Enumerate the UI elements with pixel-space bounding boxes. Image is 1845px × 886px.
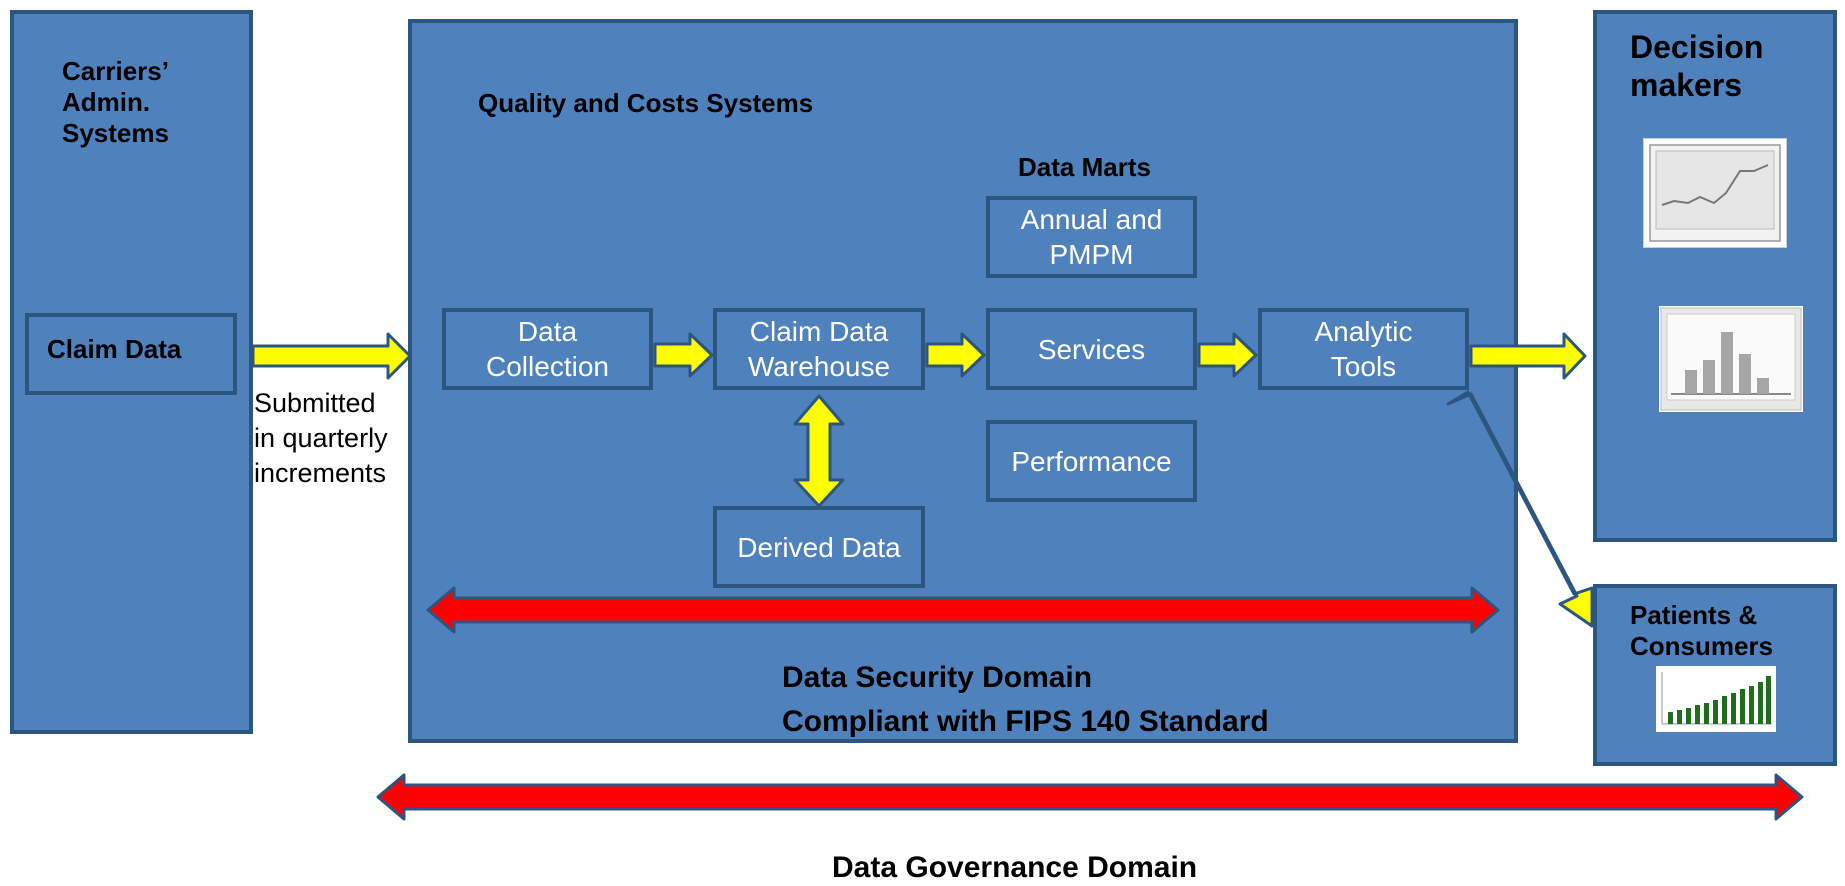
security-domain-label: Data Security Domain Compliant with FIPS… (782, 661, 1269, 739)
claim-input-arrow (251, 332, 412, 380)
claim-warehouse-box: Claim Data Warehouse (713, 308, 925, 390)
data-collection-box: Data Collection (442, 308, 653, 390)
governance-domain-arrow (376, 773, 1804, 821)
submitted-label: Submitted in quarterly increments (254, 388, 388, 489)
collection-to-warehouse-arrow (653, 332, 714, 378)
quality-costs-label: Quality and Costs Systems (478, 88, 814, 118)
warehouse-to-services-arrow (925, 332, 986, 378)
analytics-to-decision-arrow (1469, 332, 1587, 380)
bar-chart-icon (1659, 306, 1803, 412)
security-domain-arrow (426, 586, 1500, 634)
annual-pmpm-box: Annual and PMPM (986, 196, 1197, 278)
carriers-label: Carriers’ Admin. Systems (62, 56, 169, 149)
green-bar-chart-icon (1656, 666, 1776, 732)
decision-makers-panel (1593, 10, 1837, 542)
patients-consumers-label: Patients & Consumers (1630, 600, 1774, 662)
line-chart-icon (1643, 138, 1787, 248)
warehouse-derived-arrow (793, 394, 845, 508)
analytics-to-patients-arrow (1446, 390, 1594, 628)
claim-data-box: Claim Data (25, 313, 237, 395)
services-box: Services (986, 308, 1197, 390)
governance-domain-label: Data Governance Domain (832, 851, 1198, 884)
performance-box: Performance (986, 420, 1197, 502)
services-to-analytics-arrow (1197, 332, 1258, 378)
decision-makers-label: Decision makers (1630, 29, 1764, 104)
data-marts-label: Data Marts (1018, 152, 1151, 182)
derived-data-box: Derived Data (713, 506, 925, 588)
analytic-tools-box: Analytic Tools (1258, 308, 1469, 390)
